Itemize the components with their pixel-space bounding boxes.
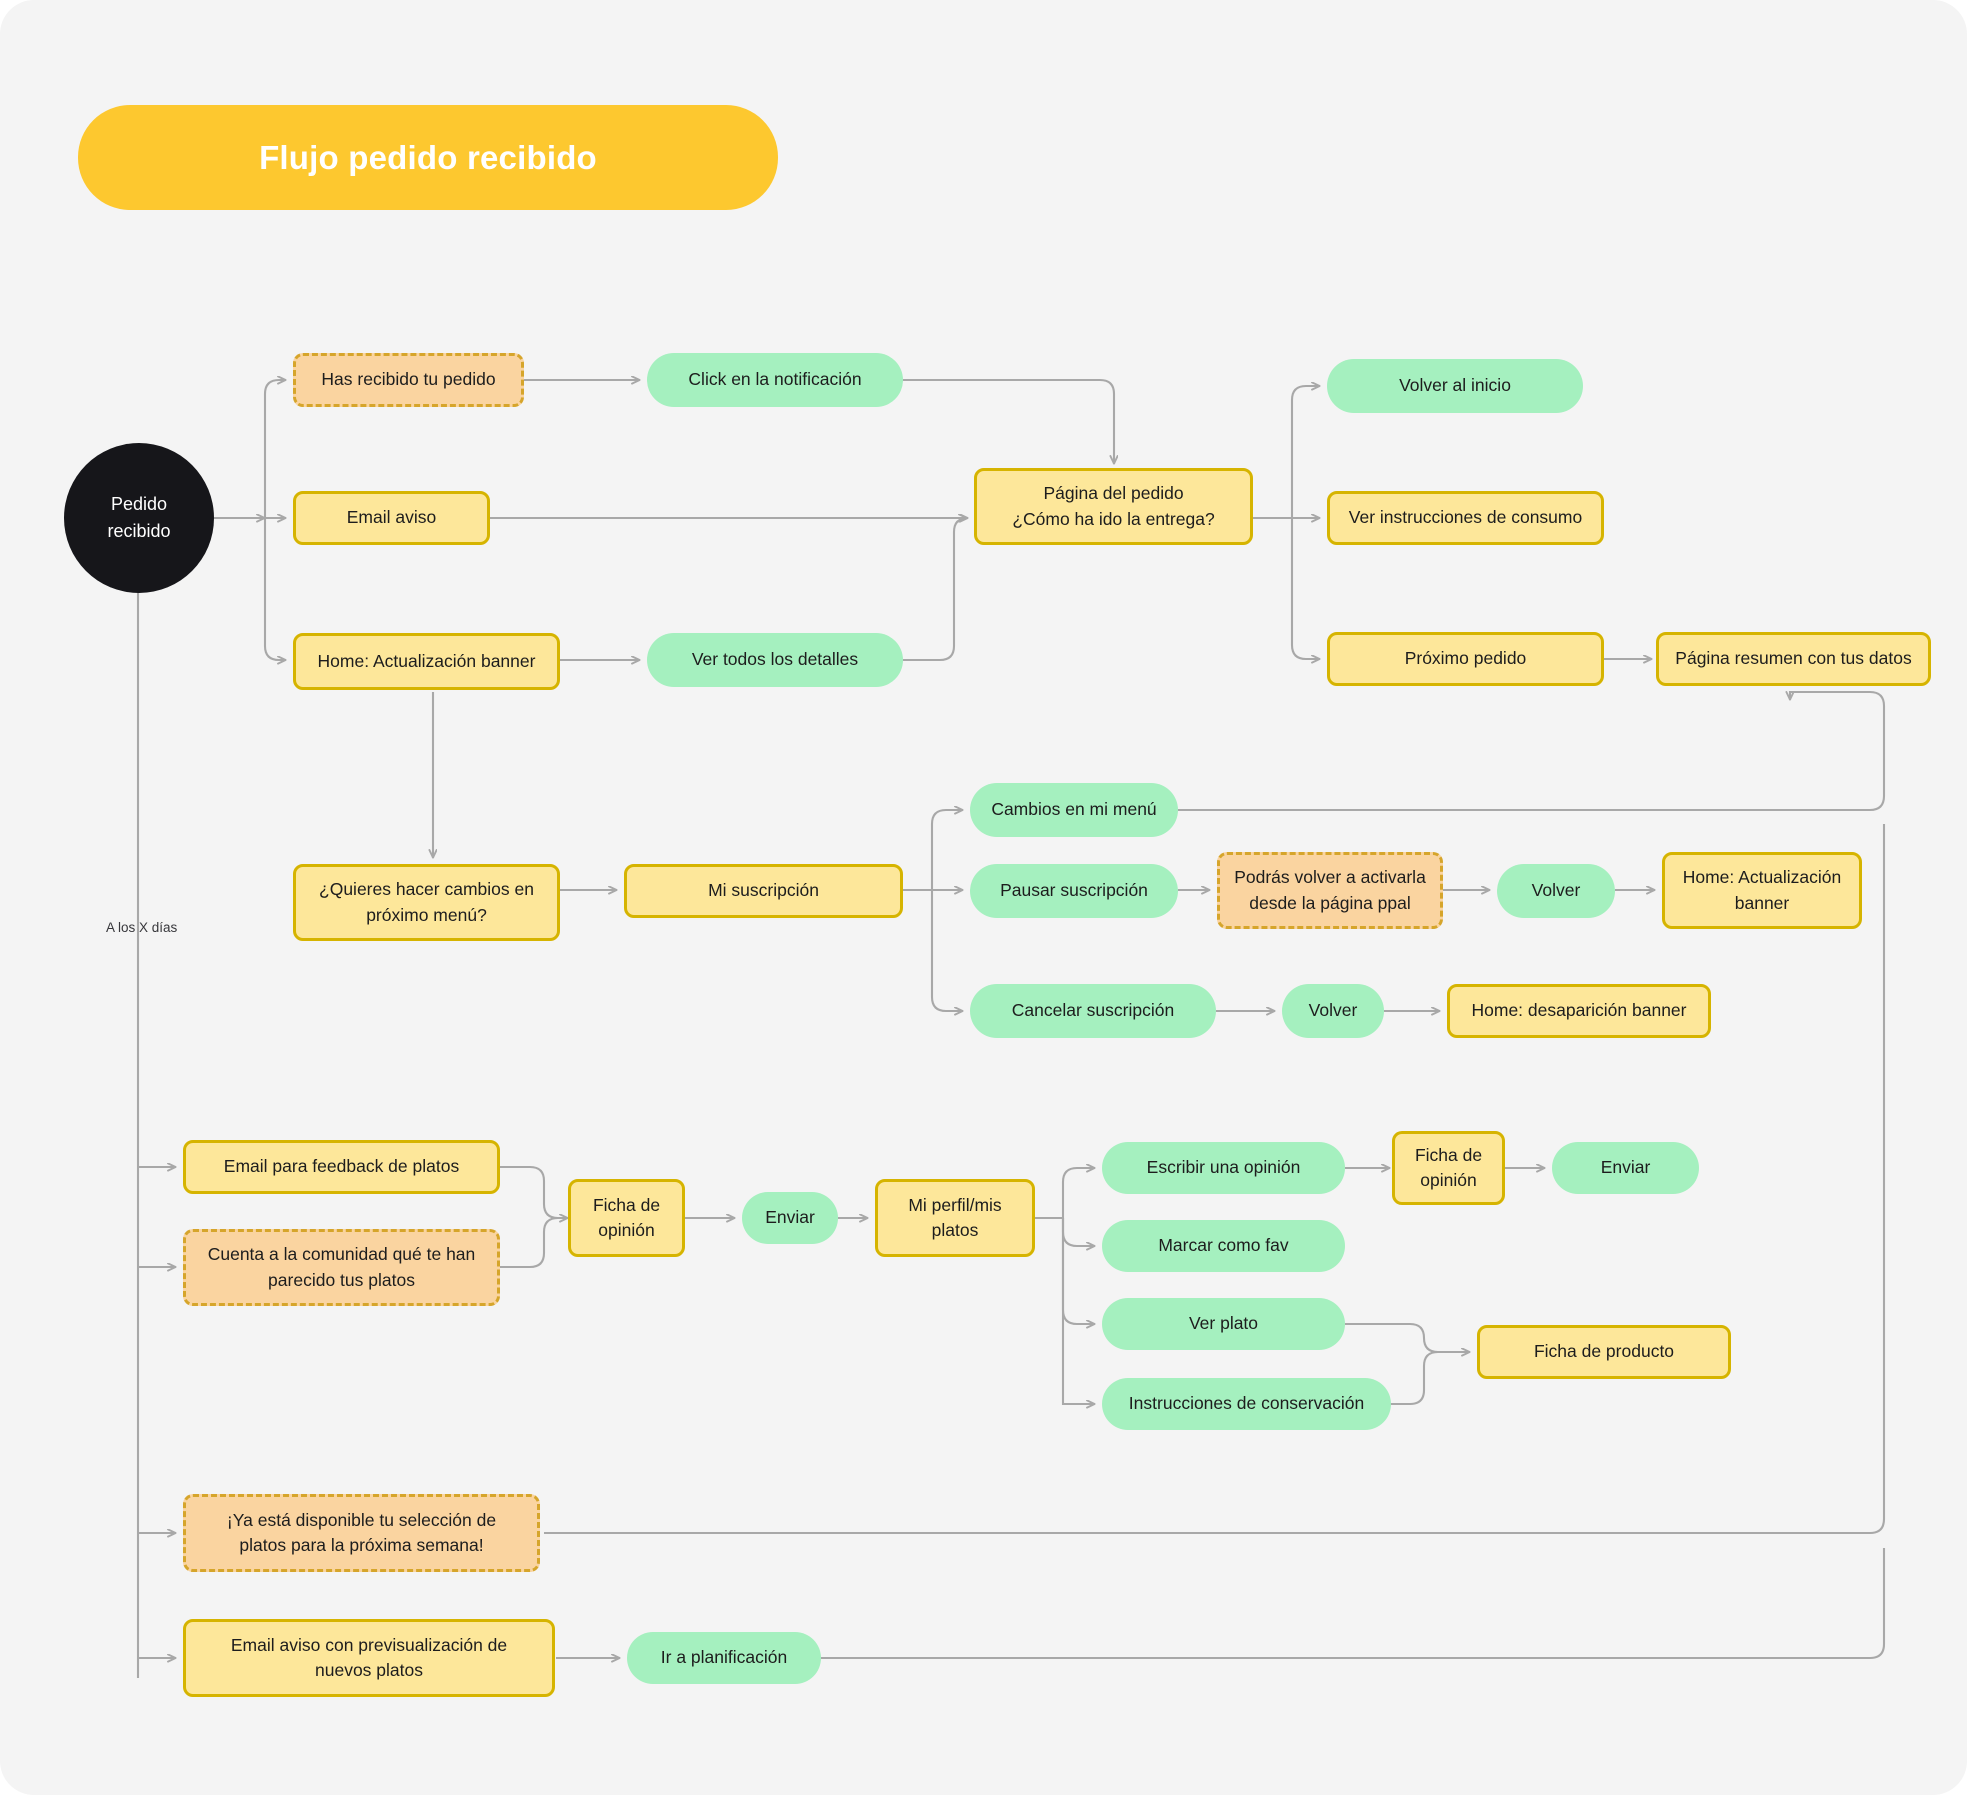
node-instrucciones-de-conservacion[interactable]: Instrucciones de conservación xyxy=(1102,1378,1391,1430)
node-mi-suscripcion[interactable]: Mi suscripción xyxy=(624,864,903,918)
pagina-pedido-line2: ¿Cómo ha ido la entrega? xyxy=(1012,508,1215,529)
node-volver-al-inicio[interactable]: Volver al inicio xyxy=(1327,359,1583,413)
ficha-opinion-1-line2: opinión xyxy=(598,1220,655,1240)
quieres-cambios-line1: ¿Quieres hacer cambios en xyxy=(319,879,534,900)
page-title: Flujo pedido recibido xyxy=(78,105,778,210)
node-has-recibido-tu-pedido[interactable]: Has recibido tu pedido xyxy=(293,353,524,407)
node-marcar-como-fav[interactable]: Marcar como fav xyxy=(1102,1220,1345,1272)
ficha-opinion-1-line1: Ficha de xyxy=(592,1194,661,1215)
ficha-opinion-2-line2: opinión xyxy=(1420,1170,1477,1190)
podras-volver-line2: desde la página ppal xyxy=(1249,892,1411,913)
ya-disponible-line1: ¡Ya está disponible tu selección de xyxy=(226,1509,497,1530)
node-cuenta-a-la-comunidad[interactable]: Cuenta a la comunidad qué te han parecid… xyxy=(183,1229,500,1306)
start-label-line2: recibido xyxy=(107,521,171,541)
node-cancelar-suscripcion[interactable]: Cancelar suscripción xyxy=(970,984,1216,1038)
mi-perfil-line2: platos xyxy=(931,1220,979,1240)
node-start-pedido-recibido[interactable]: Pedido recibido xyxy=(64,443,214,593)
ya-disponible-line2: platos para la próxima semana! xyxy=(239,1535,484,1555)
node-ir-a-planificacion[interactable]: Ir a planificación xyxy=(627,1632,821,1684)
edge-label-delay: A los X días xyxy=(106,920,178,935)
email-previsualizacion-line2: nuevos platos xyxy=(315,1660,423,1680)
node-home-actualizacion-banner[interactable]: Home: Actualización banner xyxy=(293,633,560,690)
page-title-label: Flujo pedido recibido xyxy=(259,138,597,176)
node-home-desaparicion-banner[interactable]: Home: desaparición banner xyxy=(1447,984,1711,1038)
node-ya-esta-disponible[interactable]: ¡Ya está disponible tu selección de plat… xyxy=(183,1494,540,1572)
podras-volver-line1: Podrás volver a activarla xyxy=(1234,867,1426,888)
node-email-aviso-previsualizacion[interactable]: Email aviso con previsualización de nuev… xyxy=(183,1619,555,1697)
node-podras-volver-a-activarla[interactable]: Podrás volver a activarla desde la págin… xyxy=(1217,852,1443,929)
node-pagina-del-pedido[interactable]: Página del pedido ¿Cómo ha ido la entreg… xyxy=(974,468,1253,545)
mi-perfil-line1: Mi perfil/mis xyxy=(908,1194,1002,1215)
start-label-line1: Pedido xyxy=(110,494,168,514)
cuenta-comunidad-line2: parecido tus platos xyxy=(268,1269,415,1290)
ficha-opinion-2-line1: Ficha de xyxy=(1414,1144,1483,1165)
email-previsualizacion-line1: Email aviso con previsualización de xyxy=(230,1634,508,1655)
node-ficha-de-producto[interactable]: Ficha de producto xyxy=(1477,1325,1731,1379)
node-enviar-1[interactable]: Enviar xyxy=(742,1192,838,1244)
node-pausar-suscripcion[interactable]: Pausar suscripción xyxy=(970,864,1178,918)
node-ver-plato[interactable]: Ver plato xyxy=(1102,1298,1345,1350)
node-volver-cancelar[interactable]: Volver xyxy=(1282,984,1384,1038)
node-enviar-2[interactable]: Enviar xyxy=(1552,1142,1699,1194)
node-ver-instrucciones-de-consumo[interactable]: Ver instrucciones de consumo xyxy=(1327,491,1604,545)
node-cambios-en-mi-menu[interactable]: Cambios en mi menú xyxy=(970,783,1178,837)
node-home-actualizacion-banner-2[interactable]: Home: Actualización banner xyxy=(1662,852,1862,929)
node-click-en-la-notificacion[interactable]: Click en la notificación xyxy=(647,353,903,407)
pagina-pedido-line1: Página del pedido xyxy=(1043,483,1184,504)
node-proximo-pedido[interactable]: Próximo pedido xyxy=(1327,632,1604,686)
node-ficha-de-opinion-1[interactable]: Ficha de opinión xyxy=(568,1179,685,1257)
node-quieres-hacer-cambios[interactable]: ¿Quieres hacer cambios en próximo menú? xyxy=(293,864,560,941)
node-volver-pausar[interactable]: Volver xyxy=(1497,864,1615,918)
node-escribir-una-opinion[interactable]: Escribir una opinión xyxy=(1102,1142,1345,1194)
node-pagina-resumen-con-tus-datos[interactable]: Página resumen con tus datos xyxy=(1656,632,1931,686)
home-banner-2-line2: banner xyxy=(1734,892,1790,913)
node-ficha-de-opinion-2[interactable]: Ficha de opinión xyxy=(1392,1131,1505,1205)
cuenta-comunidad-line1: Cuenta a la comunidad qué te han xyxy=(207,1244,476,1265)
node-email-aviso[interactable]: Email aviso xyxy=(293,491,490,545)
home-banner-2-line1: Home: Actualización xyxy=(1682,867,1842,888)
quieres-cambios-line2: próximo menú? xyxy=(366,904,487,925)
node-email-para-feedback-de-platos[interactable]: Email para feedback de platos xyxy=(183,1140,500,1194)
node-ver-todos-los-detalles[interactable]: Ver todos los detalles xyxy=(647,633,903,687)
node-mi-perfil-mis-platos[interactable]: Mi perfil/mis platos xyxy=(875,1179,1035,1257)
